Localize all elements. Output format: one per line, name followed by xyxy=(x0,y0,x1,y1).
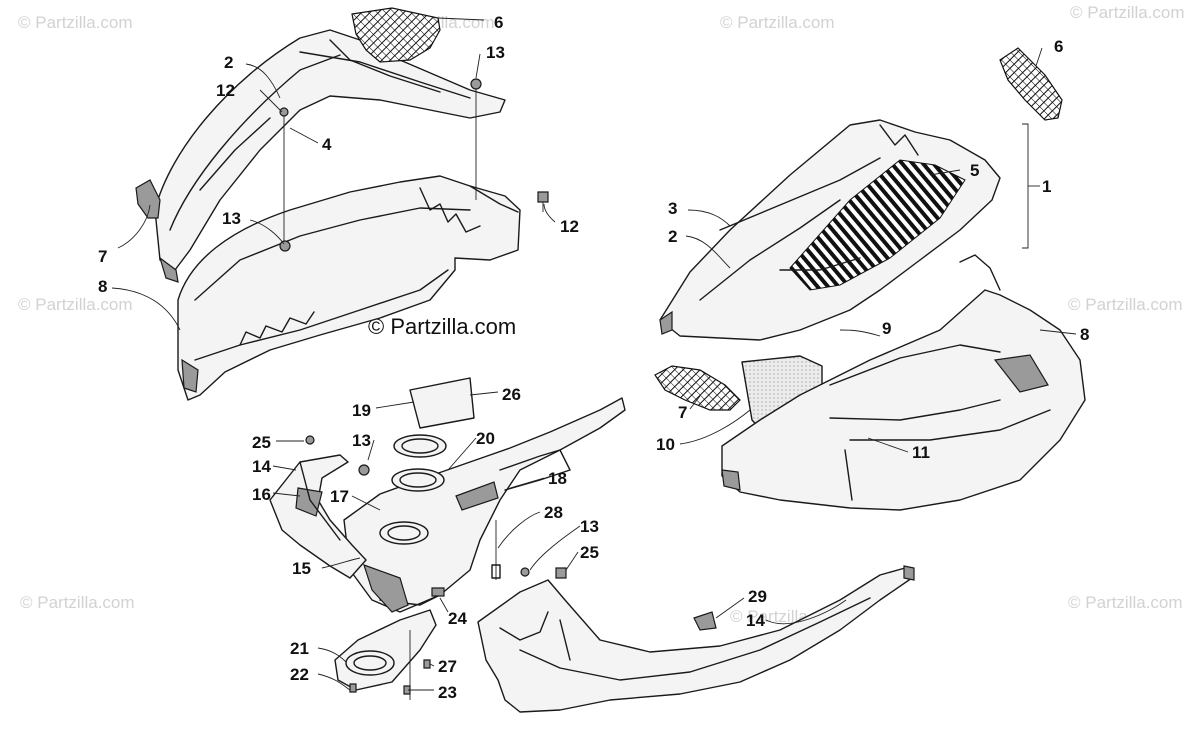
watermark: © Partzilla.com xyxy=(720,13,835,32)
callout: 18 xyxy=(548,469,567,488)
callout: 11 xyxy=(912,443,930,462)
callout: 20 xyxy=(476,429,495,448)
watermark: © Partzilla.com xyxy=(1068,593,1183,612)
callout: 8 xyxy=(98,277,107,296)
callout: 7 xyxy=(98,247,107,266)
callout: 4 xyxy=(322,135,332,154)
callout: 22 xyxy=(290,665,309,684)
callout: 24 xyxy=(448,609,467,628)
callout: 14 xyxy=(252,457,271,476)
leader-lines xyxy=(111,17,1077,691)
callout: 29 xyxy=(748,587,767,606)
part-vent-mesh xyxy=(999,47,1063,121)
callout: 28 xyxy=(544,503,563,522)
callout: 13 xyxy=(580,517,599,536)
callout: 12 xyxy=(560,217,579,236)
fastener-bolt xyxy=(279,78,549,252)
part-hood-right-lower xyxy=(721,254,1086,511)
callout: 8 xyxy=(1080,325,1089,344)
callout: 13 xyxy=(486,43,505,62)
part-belly-pan xyxy=(343,377,626,613)
callout: 25 xyxy=(580,543,599,562)
part-hood-right-upper xyxy=(659,119,1001,341)
callout: 13 xyxy=(352,431,371,450)
part-vent-mesh xyxy=(654,365,741,411)
watermark: © Partzilla.com xyxy=(18,295,133,314)
part-hood-lower xyxy=(177,175,521,401)
callout: 19 xyxy=(352,401,371,420)
callout: 25 xyxy=(252,433,271,452)
callout: 6 xyxy=(1054,37,1063,56)
callout-labels: 2 12 4 6 13 7 8 13 12 6 1 5 3 2 9 8 7 10… xyxy=(98,13,1089,702)
watermark: © Partzilla.com xyxy=(20,593,135,612)
callout: 17 xyxy=(330,487,349,506)
part-small-bracket xyxy=(363,564,409,613)
callout: 15 xyxy=(292,559,311,578)
callout: 3 xyxy=(668,199,677,218)
watermark: © Partzilla.com xyxy=(18,13,133,32)
fastener-bolt xyxy=(305,435,567,695)
callout: 26 xyxy=(502,385,521,404)
part-grille-small xyxy=(135,179,161,219)
callout: 1 xyxy=(1042,177,1051,196)
watermark: © Partzilla.com xyxy=(1068,295,1183,314)
part-vent-mesh xyxy=(351,7,441,63)
callout: 14 xyxy=(746,611,765,630)
callout: 2 xyxy=(668,227,677,246)
callout: 16 xyxy=(252,485,271,504)
callout: 6 xyxy=(494,13,503,32)
part-lower-skid xyxy=(477,565,915,713)
callout: 21 xyxy=(290,639,309,658)
center-watermark: © Partzilla.com xyxy=(368,314,516,339)
part-hood-upper xyxy=(154,29,506,283)
watermark: © Partzilla.com xyxy=(1070,3,1185,22)
callout: 10 xyxy=(656,435,675,454)
callout: 12 xyxy=(216,81,235,100)
part-side-bracket xyxy=(269,454,367,579)
callout: 2 xyxy=(224,53,233,72)
callout: 23 xyxy=(438,683,457,702)
callout: 13 xyxy=(222,209,241,228)
callout: 9 xyxy=(882,319,891,338)
callout: 7 xyxy=(678,403,687,422)
callout: 5 xyxy=(970,161,979,180)
part-lower-duct xyxy=(334,609,437,700)
callout: 27 xyxy=(438,657,457,676)
part-clip xyxy=(693,611,717,631)
